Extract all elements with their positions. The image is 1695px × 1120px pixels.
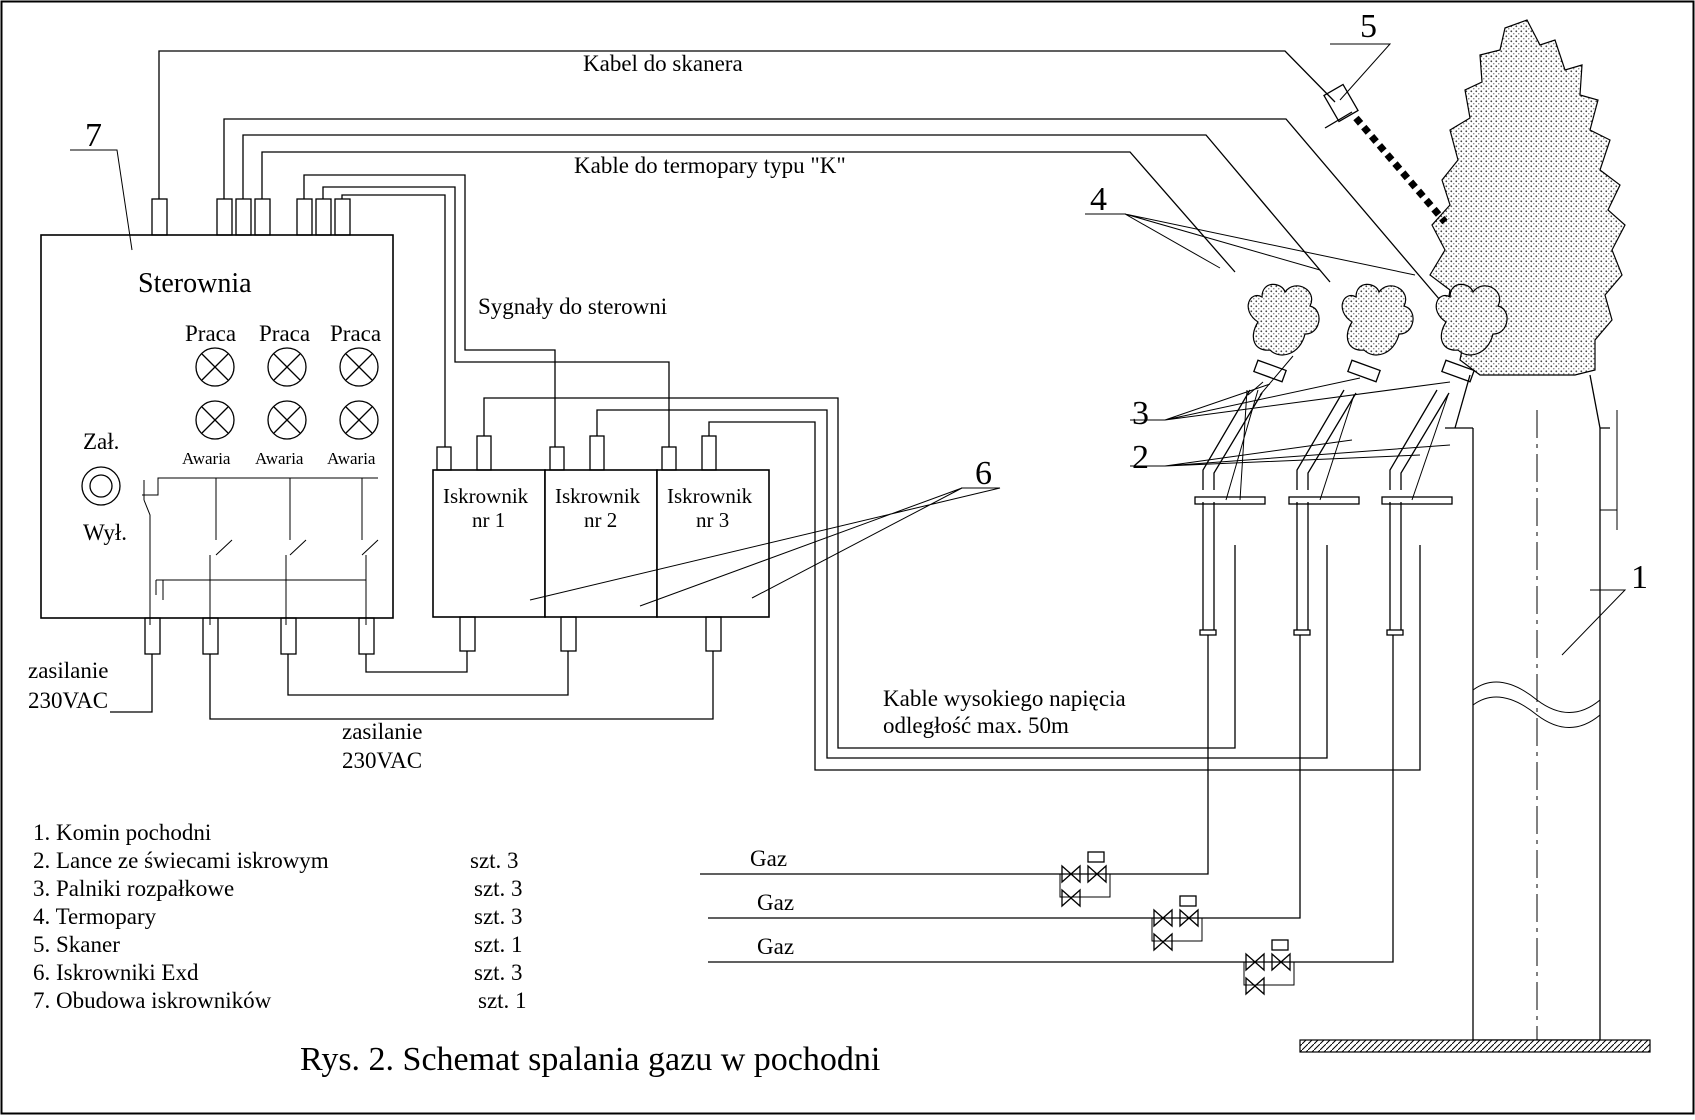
pilot-burners <box>1247 283 1508 383</box>
legend-item-2: 2. Lance ze świecami iskrowym <box>33 848 329 873</box>
switch-off-label: Wył. <box>83 520 127 545</box>
legend-qty-3: szt. 3 <box>474 876 523 901</box>
supply-label-1: zasilanie <box>28 658 108 683</box>
legend-item-4: 4. Termopary <box>33 904 157 929</box>
legend-item-7: 7. Obudowa iskrowników <box>33 988 272 1013</box>
lamp-praca-3 <box>339 347 379 440</box>
igniter-2-label: Iskrownik <box>555 484 641 508</box>
scanner-cable-label: Kabel do skanera <box>583 51 743 76</box>
supply-label-2: zasilanie <box>342 719 422 744</box>
gas-label-3: Gaz <box>757 934 794 959</box>
igniter-1-label: Iskrownik <box>443 484 529 508</box>
igniter-3-number: nr 3 <box>696 508 729 532</box>
gas-lines <box>700 635 1394 963</box>
callout-3: 3 <box>1132 395 1149 432</box>
legend-item-5: 5. Skaner <box>33 932 120 957</box>
gas-label-2: Gaz <box>757 890 794 915</box>
gas-label-1: Gaz <box>750 846 787 871</box>
legend-qty-2: szt. 3 <box>470 848 519 873</box>
awaria-label-1: Awaria <box>182 449 231 468</box>
praca-label-2: Praca <box>259 321 310 346</box>
legend-item-3: 3. Palniki rozpałkowe <box>33 876 234 901</box>
flare-stack <box>1299 19 1651 1053</box>
main-switch-icon <box>81 466 121 506</box>
signals-label: Sygnały do sterowni <box>478 294 667 319</box>
legend-qty-7: szt. 1 <box>478 988 527 1013</box>
igniter-boxes <box>432 435 770 652</box>
callout-6: 6 <box>975 455 992 492</box>
legend-qty-5: szt. 1 <box>474 932 523 957</box>
igniter-1-number: nr 1 <box>472 508 505 532</box>
legend-item-6: 6. Iskrowniki Exd <box>33 960 199 985</box>
cables <box>110 50 1441 771</box>
callout-leaders <box>70 43 1627 656</box>
legend-item-1: 1. Komin pochodni <box>33 820 211 845</box>
scanner-icon <box>1323 83 1448 225</box>
hv-cables-label-1: Kable wysokiego napięcia <box>883 686 1126 711</box>
callout-7: 7 <box>85 117 102 154</box>
callout-5: 5 <box>1360 8 1377 45</box>
valve-group-1 <box>1059 851 1111 908</box>
callout-4: 4 <box>1090 181 1107 218</box>
lamp-praca-2 <box>267 347 307 440</box>
legend: 1. Komin pochodni 2. Lance ze świecami i… <box>33 820 527 1013</box>
lances <box>1194 355 1453 636</box>
praca-label-1: Praca <box>185 321 236 346</box>
control-room-label: Sterownia <box>138 268 252 299</box>
thermocouple-cable-label: Kable do termopary typu "K" <box>574 153 846 178</box>
supply-voltage-2: 230VAC <box>342 748 422 773</box>
legend-qty-6: szt. 3 <box>474 960 523 985</box>
praca-label-3: Praca <box>330 321 381 346</box>
awaria-label-2: Awaria <box>255 449 304 468</box>
figure-caption: Rys. 2. Schemat spalania gazu w pochodni <box>300 1041 880 1078</box>
valve-group-3 <box>1243 939 1295 996</box>
legend-qty-4: szt. 3 <box>474 904 523 929</box>
control-room-bottom-glands <box>144 617 375 655</box>
callout-2: 2 <box>1132 439 1149 476</box>
lamp-praca-1 <box>195 347 235 440</box>
igniter-2-number: nr 2 <box>584 508 617 532</box>
hv-cables-label-2: odległość max. 50m <box>883 713 1069 738</box>
awaria-label-3: Awaria <box>327 449 376 468</box>
control-room-top-glands <box>151 198 351 236</box>
valve-group-2 <box>1151 895 1203 952</box>
igniter-3-label: Iskrownik <box>667 484 753 508</box>
supply-voltage-1: 230VAC <box>28 688 108 713</box>
callout-1: 1 <box>1631 559 1648 596</box>
control-room: Sterownia Praca Praca Praca Awaria Awari… <box>40 234 394 625</box>
switch-on-label: Zał. <box>83 429 119 454</box>
